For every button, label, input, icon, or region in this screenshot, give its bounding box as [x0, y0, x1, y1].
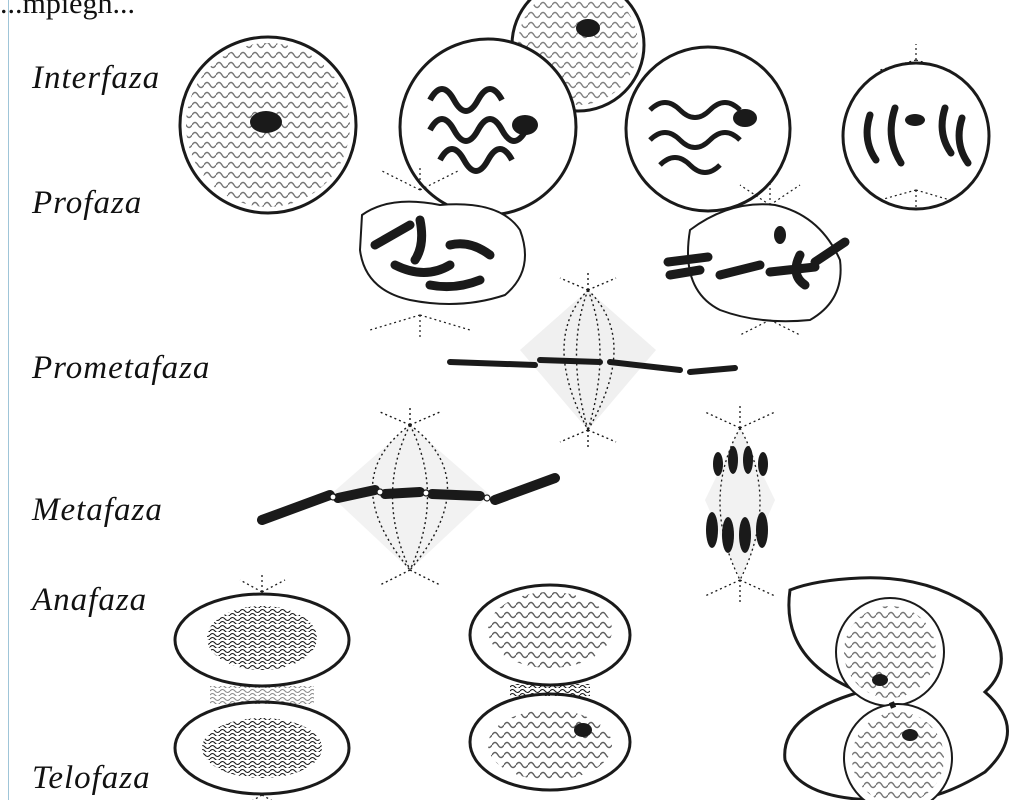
anaphase-cell [705, 405, 775, 605]
interphase-cell-3 [626, 47, 790, 211]
early-telophase-cell [470, 585, 630, 790]
late-telophase-cell [785, 578, 1008, 800]
interphase-cell-2 [400, 39, 576, 215]
late-interphase-cell [843, 44, 989, 210]
anaphase-late-cell [175, 575, 349, 800]
metaphase-cell-1 [262, 405, 555, 585]
interphase-cell-1 [180, 37, 356, 213]
